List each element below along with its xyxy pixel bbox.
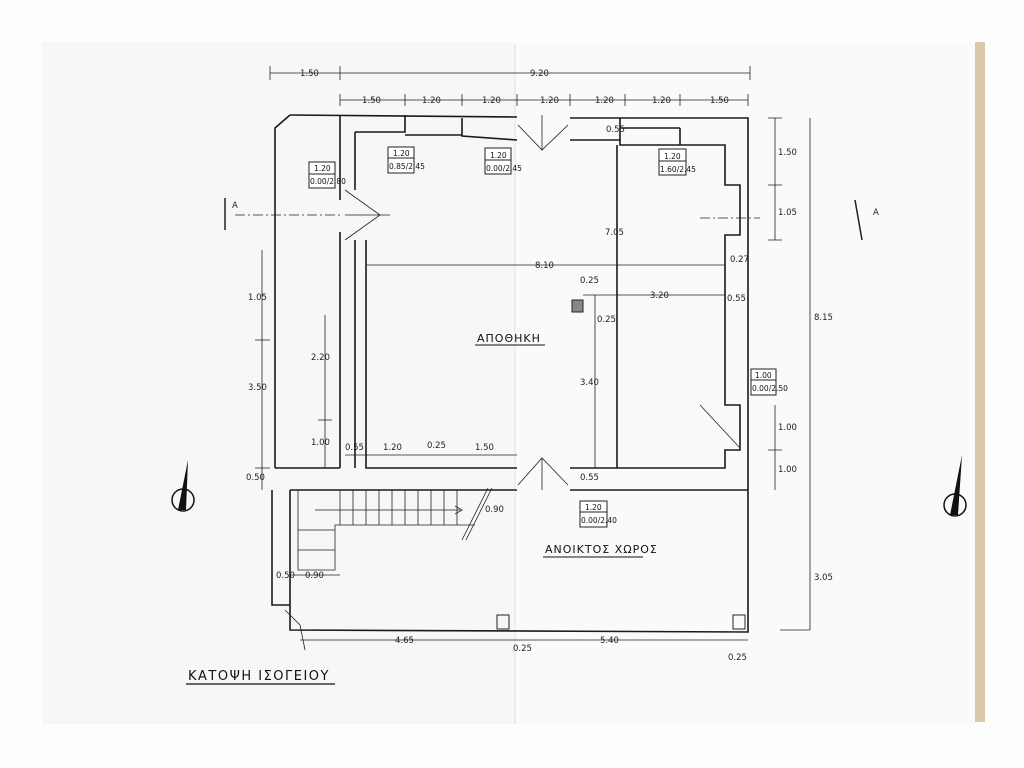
- opening-tag: 1.00 0.00/2.50: [750, 368, 788, 396]
- dim: 1.50: [710, 96, 729, 106]
- opening-tag: 1.20 1.60/2.45: [658, 148, 696, 176]
- opening-width: 1.00: [755, 371, 772, 380]
- opening-width: 1.20: [393, 149, 410, 158]
- doors: [284, 115, 741, 651]
- room-label-open-space: ΑΝΟΙΚΤΟΣ ΧΩΡΟΣ: [545, 543, 658, 556]
- dim: 3.05: [814, 573, 833, 583]
- north-arrow-icon: [171, 455, 967, 517]
- dim: 0.55: [606, 125, 625, 135]
- opening-sill-head: 0.00/2.40: [581, 516, 617, 525]
- opening-sill-head: 0.00/2.50: [752, 384, 788, 393]
- dim: 1.50: [300, 69, 319, 79]
- dim: 0.25: [728, 653, 747, 663]
- dim: 1.50: [778, 148, 797, 158]
- dim: 1.20: [482, 96, 501, 106]
- dim: 1.50: [475, 443, 494, 453]
- dim: 0.50: [246, 473, 265, 483]
- dim: 4.65: [395, 636, 414, 646]
- dimension-lines: [235, 66, 811, 641]
- opening-width: 1.20: [664, 152, 681, 161]
- dim: 0.55: [345, 443, 364, 453]
- dim: 2.20: [311, 353, 330, 363]
- dim: 0.25: [597, 315, 616, 325]
- dim: 0.55: [580, 473, 599, 483]
- column: [571, 299, 584, 313]
- dimension-labels: 1.50 9.20 1.50 1.20 1.20 1.20 1.20 1.20 …: [246, 69, 833, 663]
- dim: 0.90: [485, 505, 504, 515]
- section-marker-left: A: [232, 201, 238, 211]
- dim: 7.05: [605, 228, 624, 238]
- dim: 0.25: [427, 441, 446, 451]
- opening-width: 1.20: [490, 151, 507, 160]
- section-marker-right: A: [873, 208, 879, 218]
- opening-sill-head: 0.85/2.45: [389, 162, 425, 171]
- dim: 1.05: [248, 293, 267, 303]
- opening-tag: 1.20 0.85/2.45: [387, 146, 425, 174]
- opening-sill-head: 0.00/2.80: [310, 177, 346, 186]
- dim: 1.20: [383, 443, 402, 453]
- dim: 0.50: [276, 571, 295, 581]
- staircase: [297, 487, 493, 571]
- sheet-right: [515, 44, 975, 724]
- opening-tag: 1.20 0.00/2.45: [484, 147, 522, 175]
- dim: 1.00: [311, 438, 330, 448]
- dim: 0.55: [727, 294, 746, 304]
- dim: 8.10: [535, 261, 554, 271]
- sheet-left: [42, 42, 515, 724]
- dim: 0.25: [580, 276, 599, 286]
- opening-width: 1.20: [585, 503, 602, 512]
- board-edge: [975, 42, 985, 722]
- dim: 0.25: [513, 644, 532, 654]
- dim: 1.00: [778, 465, 797, 475]
- dim: 3.20: [650, 291, 669, 301]
- opening-sill-head: 1.60/2.45: [660, 165, 696, 174]
- dim: 1.00: [778, 423, 797, 433]
- section-markers: A A: [224, 198, 879, 241]
- dim: 1.20: [540, 96, 559, 106]
- column: [496, 614, 510, 630]
- columns: [496, 299, 746, 630]
- dim: 0.90: [305, 571, 324, 581]
- opening-width: 1.20: [314, 164, 331, 173]
- column: [732, 614, 746, 630]
- dim: 3.40: [580, 378, 599, 388]
- dim: 3.50: [248, 383, 267, 393]
- walls: [271, 114, 749, 633]
- dim: 1.50: [362, 96, 381, 106]
- room-label-storage: ΑΠΟΘΗΚΗ: [477, 332, 541, 345]
- opening-tag: 1.20 0.00/2.80: [308, 161, 346, 189]
- drawing-title: ΚΑΤΟΨΗ ΙΣΟΓΕΙΟΥ: [188, 669, 330, 684]
- opening-sill-head: 0.00/2.45: [486, 164, 522, 173]
- dim: 1.20: [595, 96, 614, 106]
- opening-tags: 1.20 0.00/2.80 1.20 0.85/2.45 1.20 0.00/2.4…: [308, 146, 788, 528]
- dim: 5.40: [600, 636, 619, 646]
- opening-tag: 1.20 0.00/2.40: [579, 500, 617, 528]
- dim: 8.15: [814, 313, 833, 323]
- dim: 1.20: [652, 96, 671, 106]
- dim: 0.27: [730, 255, 749, 265]
- dim: 1.05: [778, 208, 797, 218]
- dim: 1.20: [422, 96, 441, 106]
- dim: 9.20: [530, 69, 549, 79]
